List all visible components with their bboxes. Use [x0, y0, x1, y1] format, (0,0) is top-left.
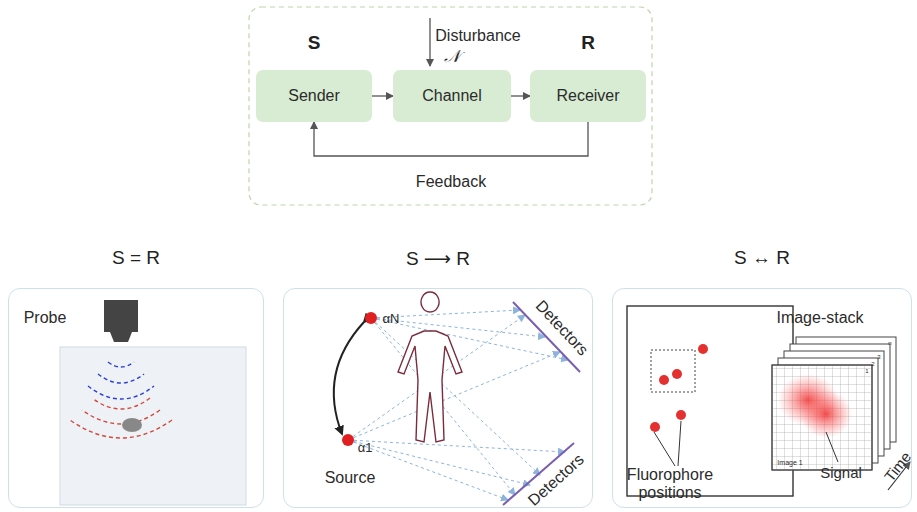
- box-label: Channel: [422, 87, 482, 105]
- heading: R: [530, 32, 646, 54]
- box-label: Receiver: [556, 87, 619, 105]
- part-label: Signal: [820, 465, 862, 482]
- spacer: [70, 318, 98, 319]
- image-stack: [772, 337, 896, 470]
- connector: [314, 122, 588, 156]
- box-label: Sender: [288, 87, 340, 105]
- waves: [70, 362, 172, 438]
- edge-label: Feedback: [416, 173, 486, 191]
- disturbance-arrow: [429, 18, 430, 66]
- connector: [511, 95, 530, 96]
- source-label: αN: [383, 312, 400, 326]
- rotation-arrow: [334, 322, 364, 434]
- process-box: SSender: [256, 70, 372, 122]
- part-label: Image-stack: [776, 309, 863, 327]
- frame-number: 2: [871, 361, 874, 368]
- leader: [678, 421, 681, 466]
- heading: S = R: [9, 247, 263, 269]
- source-label: α1: [358, 441, 373, 455]
- part-label: Probe: [24, 309, 67, 327]
- target: [122, 418, 142, 432]
- symbol: 𝒩: [444, 47, 460, 66]
- signal-leader: [826, 432, 838, 462]
- probe-symbol: [104, 300, 138, 342]
- tissue: [60, 347, 246, 505]
- disturbance-label: Disturbance: [435, 27, 520, 45]
- heading: S ↔ R: [613, 247, 911, 269]
- human-figure: [398, 292, 462, 442]
- frame-label: Image 1: [777, 459, 802, 467]
- fluorophores: [650, 344, 708, 432]
- axis-label: Time: [881, 449, 914, 485]
- part-label: Fluorophore positions: [610, 466, 730, 501]
- part-label: Detectors: [532, 297, 592, 359]
- connector: [372, 95, 393, 96]
- frame-number: 3: [877, 354, 880, 361]
- heading: S ⟶ R: [284, 247, 592, 270]
- process-box: RReceiver: [530, 70, 646, 122]
- process-box: Channel: [393, 70, 511, 122]
- frame-number: 1: [865, 368, 868, 375]
- roi: [651, 350, 695, 392]
- source-dot: [342, 434, 354, 446]
- part-label: Source: [325, 469, 376, 487]
- heading: S: [256, 32, 372, 54]
- source-dot: [365, 312, 377, 324]
- frame-number: n: [888, 340, 891, 347]
- leader: [654, 432, 675, 466]
- rays: [348, 310, 568, 500]
- system-frame: [249, 7, 652, 205]
